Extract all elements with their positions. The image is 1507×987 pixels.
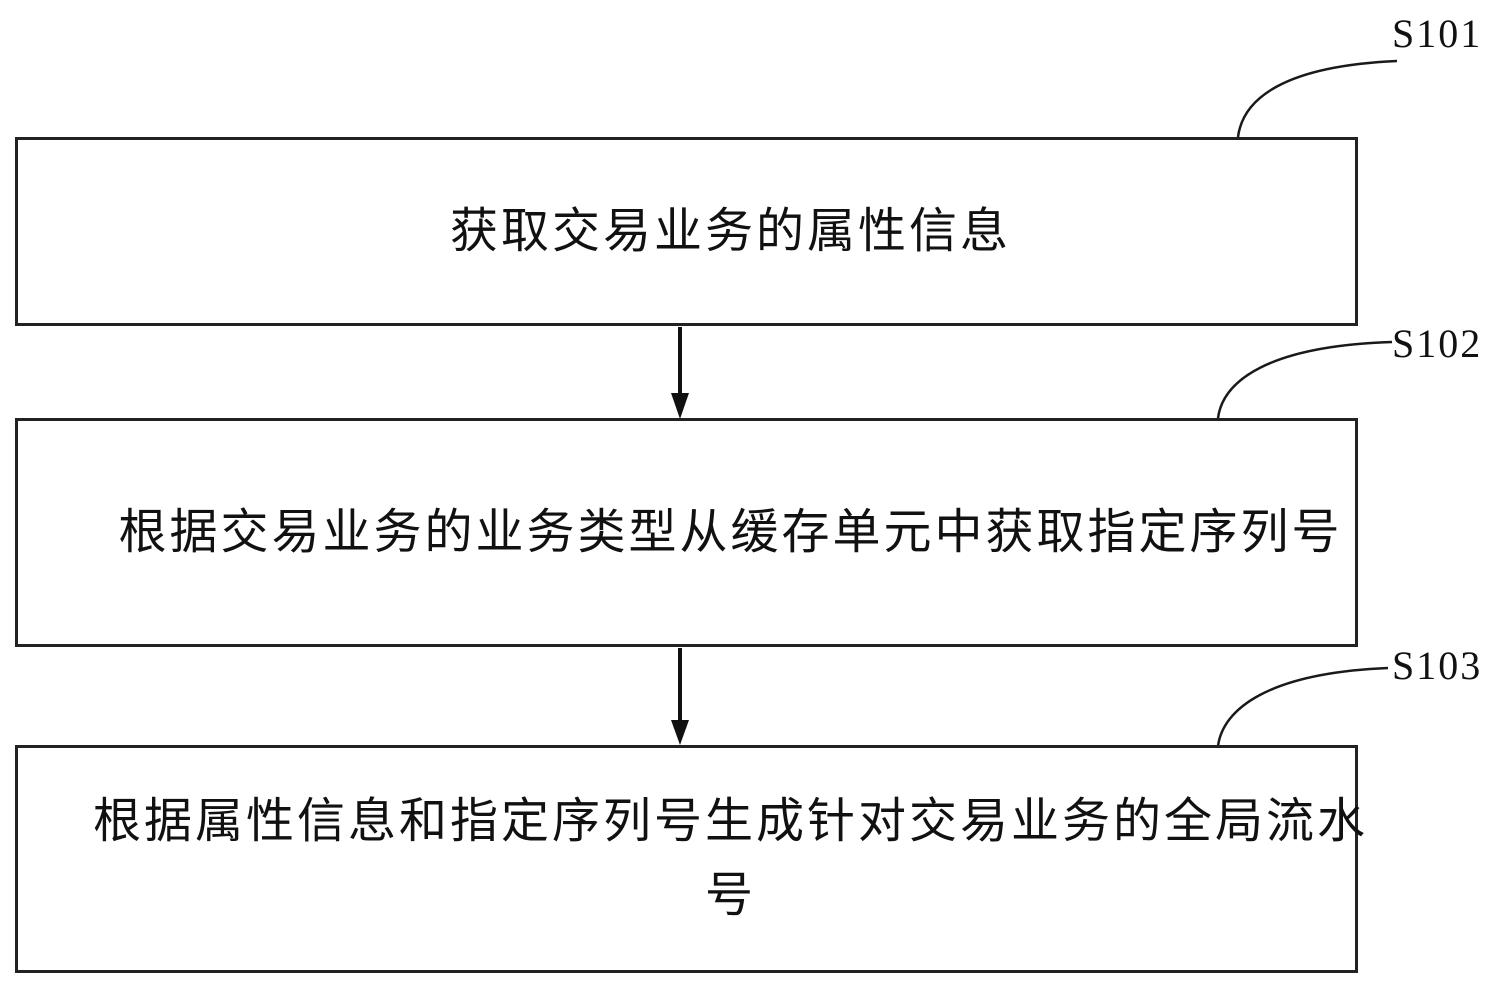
step-label-s103: S103 [1392, 643, 1483, 688]
step3-text-line1: 根据属性信息和指定序列号生成针对交易业务的全局流水 [93, 795, 1369, 848]
flow-box-step2: 根据交易业务的业务类型从缓存单元中获取指定序列号 [15, 418, 1358, 647]
leader-line-s101 [1236, 59, 1398, 138]
flow-box-step1: 获取交易业务的属性信息 [15, 137, 1358, 326]
step3-text-line2: 号 [704, 869, 756, 922]
step-label-s101: S101 [1392, 11, 1483, 56]
flow-box-step3: 根据属性信息和指定序列号生成针对交易业务的全局流水 号 [15, 745, 1365, 973]
leader-line-s103 [1216, 666, 1389, 747]
step1-text: 获取交易业务的属性信息 [449, 204, 1011, 258]
flow-arrow-down-icon [671, 648, 689, 745]
flow-arrow-down-icon [671, 327, 689, 419]
step2-text: 根据交易业务的业务类型从缓存单元中获取指定序列号 [118, 505, 1343, 559]
step-label-s102: S102 [1392, 321, 1483, 366]
leader-line-s102 [1216, 340, 1393, 419]
